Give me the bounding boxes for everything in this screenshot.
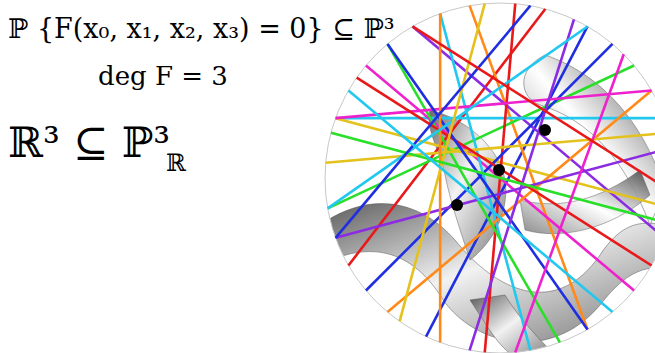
surface-line [413,26,655,193]
formula-label: ℙ {F(x₀, x₁, x₂, x₃) = 0} ⊆ ℙ³ [8,14,395,44]
surface-line [336,148,655,238]
intersection-points [451,124,551,211]
formula-label: deg F = 3 [98,62,228,91]
formula-label: ℝ³ ⊆ ℙ³ [8,120,170,166]
surface-line [348,91,612,313]
surface-line [326,133,655,163]
surface-line [366,44,613,291]
bounding-sphere [325,3,655,353]
surface-line [388,44,588,330]
subscript-label: ℝ [166,150,186,176]
surface-line [331,133,655,224]
surface-line [426,26,587,336]
surface-lines [326,4,655,353]
